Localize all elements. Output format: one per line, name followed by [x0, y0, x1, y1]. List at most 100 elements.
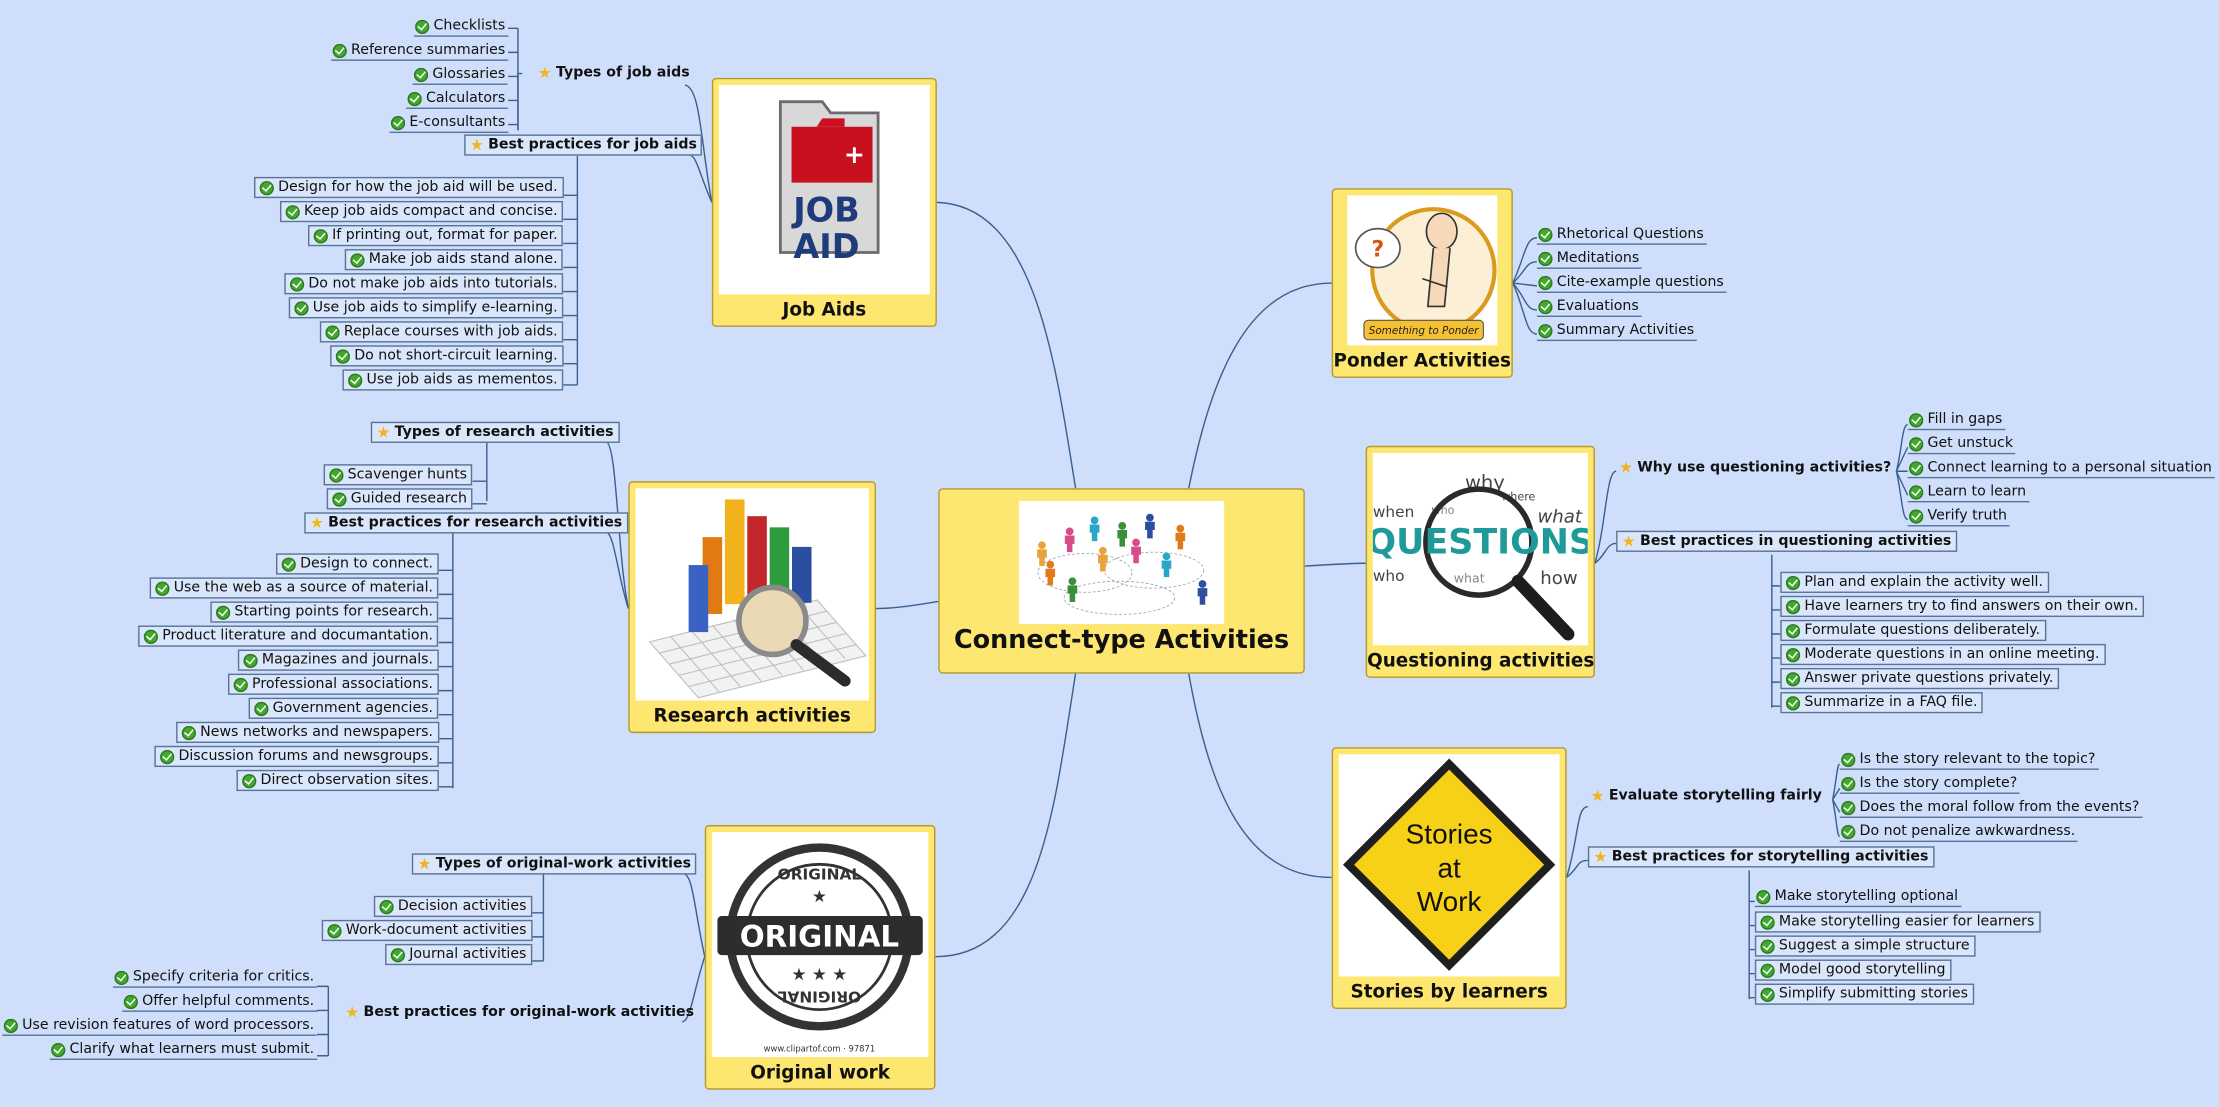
- subtopic-best-practices-job-aids[interactable]: ★Best practices for job aids: [464, 134, 703, 156]
- list-item[interactable]: Use revision features of word processors…: [2, 1016, 318, 1036]
- check-icon: [281, 556, 296, 572]
- star-icon: ★: [537, 63, 552, 83]
- star-icon: ★: [1621, 531, 1636, 550]
- list-item[interactable]: Meditations: [1536, 249, 1643, 269]
- list-item[interactable]: Cite-example questions: [1536, 273, 1727, 293]
- list-item[interactable]: Reference summaries: [331, 41, 509, 61]
- list-item[interactable]: If printing out, format for paper.: [308, 225, 564, 247]
- list-item[interactable]: Fill in gaps: [1907, 410, 2006, 431]
- list-item[interactable]: Suggest a simple structure: [1754, 935, 1976, 957]
- list-item[interactable]: Magazines and journals.: [237, 649, 439, 671]
- list-item[interactable]: E-consultants: [389, 113, 509, 134]
- check-icon: [379, 899, 394, 914]
- list-item[interactable]: Summarize in a FAQ file.: [1780, 692, 1984, 714]
- list-item[interactable]: Formulate questions deliberately.: [1780, 619, 2046, 642]
- topic-job-aids[interactable]: + JOB AID Job Aids: [711, 77, 937, 327]
- list-item[interactable]: Do not penalize awkwardness.: [1839, 822, 2079, 843]
- list-item[interactable]: Does the moral follow from the events?: [1839, 798, 2143, 818]
- check-icon: [325, 324, 340, 339]
- list-item[interactable]: Is the story relevant to the topic?: [1839, 750, 2099, 770]
- list-item[interactable]: Do not short-circuit learning.: [330, 345, 564, 367]
- list-item[interactable]: Use job aids as mementos.: [342, 369, 564, 391]
- subtopic-evaluate-storytelling[interactable]: ★Evaluate storytelling fairly: [1590, 786, 1822, 806]
- topic-questioning-title: Questioning activities: [1367, 650, 1595, 673]
- check-icon: [335, 348, 350, 363]
- list-item[interactable]: Product literature and documantation.: [138, 625, 439, 647]
- q-word-how: how: [1540, 568, 1578, 589]
- topic-questioning[interactable]: why what how when who where what who QUE…: [1365, 445, 1595, 678]
- check-icon: [1785, 695, 1801, 710]
- list-item[interactable]: Clarify what learners must submit.: [49, 1040, 318, 1060]
- list-item[interactable]: Guided research: [326, 488, 473, 510]
- list-item[interactable]: Design to connect.: [276, 553, 439, 575]
- list-item[interactable]: Make job aids stand alone.: [344, 249, 564, 271]
- list-item[interactable]: Keep job aids compact and concise.: [279, 200, 564, 223]
- list-item[interactable]: Specify criteria for critics.: [113, 968, 318, 988]
- questions-image-title: QUESTIONS: [1373, 522, 1588, 562]
- list-item[interactable]: Evaluations: [1536, 297, 1642, 318]
- list-item[interactable]: Use job aids to simplify e-learning.: [288, 297, 564, 319]
- check-icon: [1538, 275, 1553, 290]
- list-item[interactable]: Is the story complete?: [1839, 774, 2021, 794]
- subtopic-best-practices-original-work[interactable]: ★Best practices for original-work activi…: [345, 1003, 695, 1022]
- check-icon: [1785, 575, 1801, 590]
- list-item[interactable]: Replace courses with job aids.: [319, 321, 564, 343]
- subtopic-best-practices-questioning[interactable]: ★Best practices in questioning activitie…: [1616, 530, 1957, 552]
- list-item[interactable]: Decision activities: [373, 895, 533, 918]
- list-item[interactable]: Make storytelling optional: [1754, 887, 1961, 908]
- job-aid-folder-icon: + JOB AID: [778, 100, 880, 266]
- list-item[interactable]: Simplify submitting stories: [1754, 983, 1974, 1005]
- list-item[interactable]: Professional associations.: [228, 673, 439, 695]
- subtopic-best-practices-storytelling[interactable]: ★Best practices for storytelling activit…: [1587, 846, 1935, 868]
- list-item[interactable]: Learn to learn: [1907, 483, 2029, 503]
- topic-research-title: Research activities: [653, 706, 851, 728]
- list-item[interactable]: Moderate questions in an online meeting.: [1780, 643, 2106, 666]
- list-item[interactable]: Offer helpful comments.: [122, 992, 318, 1012]
- people-network-image: [1018, 500, 1225, 625]
- list-item[interactable]: Model good storytelling: [1754, 959, 1952, 981]
- subtopic-why-use-questioning[interactable]: ★Why use questioning activities?: [1618, 458, 1892, 477]
- list-item[interactable]: Get unstuck: [1907, 434, 2016, 455]
- list-item[interactable]: Calculators: [406, 89, 509, 109]
- central-topic-title: Connect-type Activities: [953, 625, 1290, 656]
- check-icon: [216, 604, 231, 620]
- topic-stories[interactable]: Stories at Work Stories by learners: [1331, 747, 1567, 1010]
- list-item[interactable]: Design for how the job aid will be used.: [254, 176, 564, 199]
- list-item[interactable]: News networks and newspapers.: [176, 721, 439, 743]
- list-item[interactable]: Connect learning to a personal situation: [1907, 459, 2215, 479]
- list-item[interactable]: Starting points for research.: [210, 601, 439, 623]
- original-stamp-icon: ORIGINAL ★ ORIGINAL ★ ★ ★ ORIGINAL www.c…: [717, 843, 923, 1054]
- subtopic-best-practices-research[interactable]: ★Best practices for research activities: [304, 512, 628, 534]
- list-item[interactable]: Discussion forums and newsgroups.: [154, 745, 439, 768]
- topic-ponder[interactable]: ? Something to Ponder Ponder Activities: [1331, 188, 1513, 378]
- list-item[interactable]: Work-document activities: [321, 919, 533, 942]
- central-topic[interactable]: Connect-type Activities: [938, 488, 1305, 674]
- check-icon: [233, 677, 248, 692]
- list-item[interactable]: Do not make job aids into tutorials.: [284, 273, 564, 295]
- list-item[interactable]: Summary Activities: [1536, 321, 1697, 342]
- topic-original-work[interactable]: ORIGINAL ★ ORIGINAL ★ ★ ★ ORIGINAL www.c…: [704, 825, 936, 1090]
- list-item[interactable]: Scavenger hunts: [323, 464, 473, 486]
- person-figure: [1064, 527, 1075, 553]
- q-word-what: what: [1537, 507, 1582, 528]
- svg-text:+: +: [844, 140, 865, 169]
- check-icon: [390, 947, 405, 962]
- check-icon: [1841, 752, 1856, 767]
- subtopic-types-of-original-work[interactable]: ★Types of original-work activities: [411, 853, 697, 875]
- list-item[interactable]: Journal activities: [385, 943, 533, 966]
- topic-original-work-title: Original work: [750, 1062, 890, 1085]
- list-item[interactable]: Have learners try to find answers on the…: [1780, 595, 2144, 618]
- topic-research[interactable]: Research activities: [628, 481, 877, 734]
- list-item[interactable]: Rhetorical Questions: [1536, 225, 1707, 245]
- list-item[interactable]: Glossaries: [412, 65, 509, 85]
- list-item[interactable]: Make storytelling easier for learners: [1754, 911, 2041, 933]
- list-item[interactable]: Checklists: [413, 17, 509, 37]
- list-item[interactable]: Government agencies.: [248, 697, 439, 719]
- subtopic-types-of-job-aids[interactable]: ★Types of job aids: [537, 63, 690, 83]
- list-item[interactable]: Plan and explain the activity well.: [1780, 571, 2049, 593]
- list-item[interactable]: Answer private questions privately.: [1780, 667, 2060, 690]
- list-item[interactable]: Use the web as a source of material.: [149, 577, 439, 599]
- list-item[interactable]: Direct observation sites.: [236, 769, 439, 792]
- list-item[interactable]: Verify truth: [1907, 507, 2010, 527]
- subtopic-types-of-research[interactable]: ★Types of research activities: [370, 421, 620, 443]
